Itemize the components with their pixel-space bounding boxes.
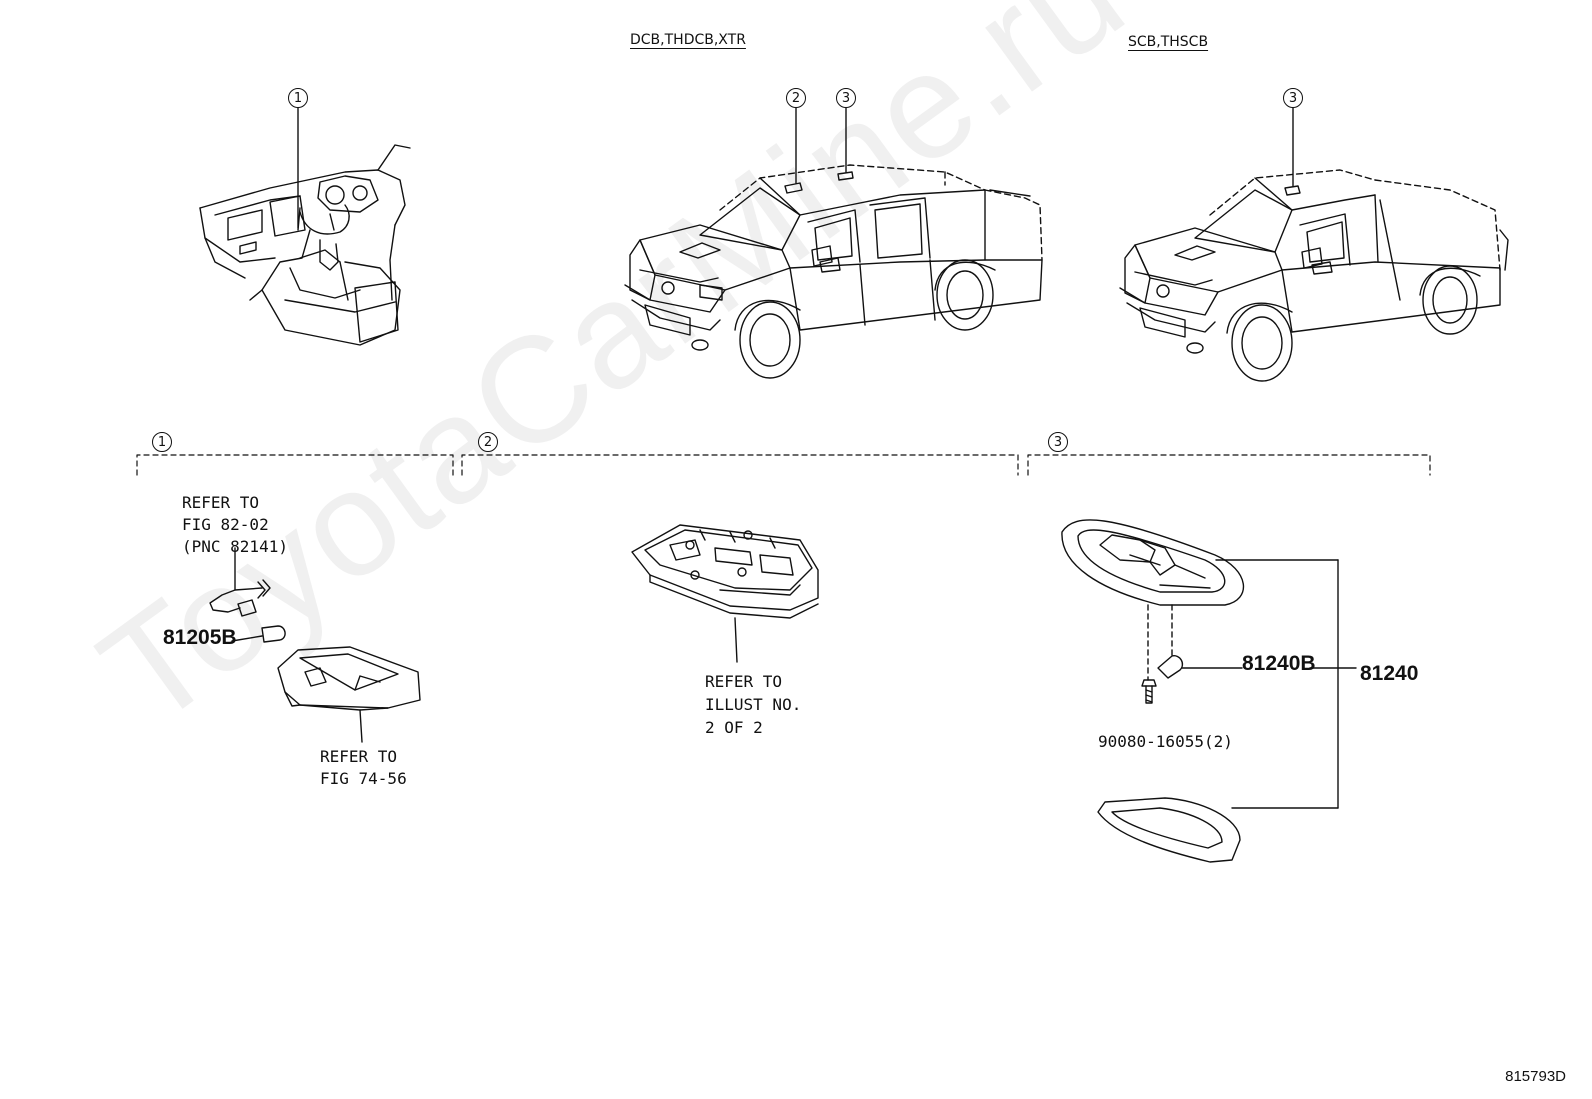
callout-3-top-scb: 3: [1283, 88, 1303, 108]
note-refer-fig-74-56: REFER TO FIG 74-56: [320, 747, 407, 788]
note-refer-illust-2-of-2: REFER TO ILLUST NO. 2 OF 2: [705, 672, 802, 737]
part-number-screw-90080-16055: 90080-16055(2): [1098, 732, 1233, 751]
callout-2-top: 2: [786, 88, 806, 108]
single-cab-truck-illustration: [1119, 169, 1509, 382]
callout-2-section: 2: [478, 432, 498, 452]
callout-1-top: 1: [288, 88, 308, 108]
part-number-81240b: 81240B: [1242, 652, 1316, 675]
dashboard-illustration: [199, 144, 411, 346]
section2-parts: [631, 524, 819, 663]
part-number-81205b: 81205B: [163, 626, 237, 649]
note-refer-fig-82-02: REFER TO FIG 82-02 (PNC 82141): [182, 493, 288, 556]
variant-label-double-cab: DCB,THDCB,XTR: [630, 32, 746, 48]
diagram-code: 815793D: [1505, 1068, 1566, 1085]
section3-parts: [1061, 519, 1357, 863]
part-number-81240: 81240: [1360, 662, 1419, 685]
callout-1-section: 1: [152, 432, 172, 452]
double-cab-truck-illustration: [624, 164, 1043, 379]
section1-parts: [209, 547, 421, 743]
callout-3-top-dcb: 3: [836, 88, 856, 108]
variant-label-single-cab: SCB,THSCB: [1128, 34, 1209, 50]
section-brackets: [136, 454, 1431, 476]
callout-3-section: 3: [1048, 432, 1068, 452]
